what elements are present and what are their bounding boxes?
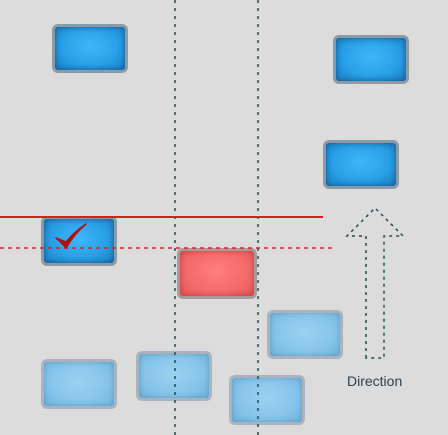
- block-right-middle: [323, 140, 399, 189]
- block-top-right: [333, 35, 409, 84]
- block-bottom-center: [136, 351, 212, 401]
- checkmark-icon: [55, 223, 87, 249]
- block-bottom-left: [41, 359, 117, 409]
- block-bottom-right-lower: [229, 375, 305, 425]
- block-top-left: [52, 24, 128, 73]
- block-bottom-right-upper: [267, 310, 343, 359]
- direction-arrow-icon: [345, 206, 405, 359]
- direction-label: Direction: [347, 373, 403, 389]
- block-selected: [177, 248, 257, 299]
